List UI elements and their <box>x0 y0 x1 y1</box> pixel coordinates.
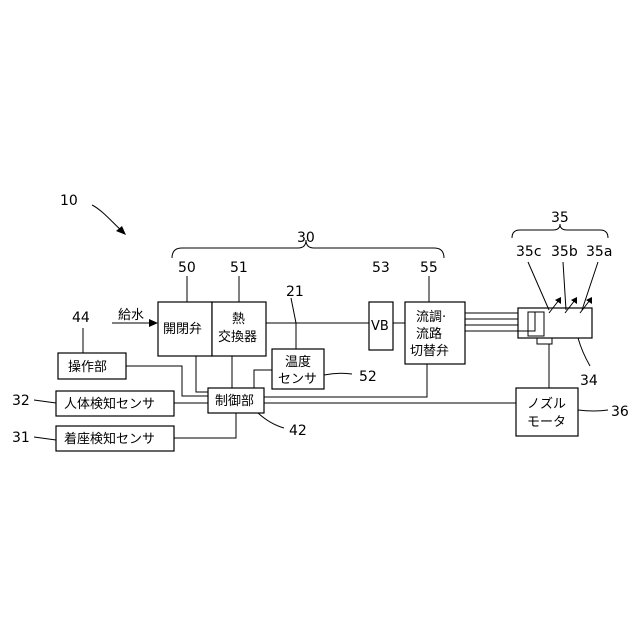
ref-system: 10 <box>60 193 78 209</box>
leader-21 <box>291 298 296 323</box>
ref-seat-sensor-31: 31 <box>12 430 30 446</box>
wire-temp-sensor-to-controller <box>254 370 272 388</box>
ref-temp-sensor-52: 52 <box>359 369 377 385</box>
ref-controller-42: 42 <box>289 423 307 439</box>
flow-valve-label-1: 流調· <box>416 310 446 325</box>
ref-nozzle-35a: 35a <box>586 244 612 260</box>
leader-34 <box>578 338 590 366</box>
ref-group-30: 30 <box>297 230 315 246</box>
leader-36 <box>578 410 608 411</box>
leader-42 <box>258 413 284 428</box>
vb-label: VB <box>371 319 389 334</box>
ref-heat-exchanger-51: 51 <box>230 260 248 276</box>
heat-exchanger-label-2: 交換器 <box>218 329 257 345</box>
wire-seat-sensor-to-controller <box>174 413 236 438</box>
heat-exchanger-box <box>212 302 266 356</box>
nozzle-motor-label-1: ノズル <box>527 396 566 412</box>
water-supply-arrowhead <box>149 319 158 327</box>
nozzle-35a-arrowhead <box>586 297 592 304</box>
leader-35a <box>582 262 598 310</box>
leader-52 <box>324 373 352 375</box>
ref-group-35: 35 <box>551 210 569 226</box>
leader-32 <box>34 400 56 403</box>
ref-nozzle-34: 34 <box>580 373 598 389</box>
flow-valve-label-2: 流路 <box>416 326 442 342</box>
nozzle-motor-label-2: モータ <box>527 415 566 430</box>
water-supply-label: 給水 <box>118 308 144 323</box>
heat-exchanger-label-1: 熱 <box>232 312 245 327</box>
ref-vb-53: 53 <box>372 260 390 276</box>
leader-35c <box>528 262 549 310</box>
system-pointer <box>92 205 122 231</box>
brace-group-35 <box>512 224 608 238</box>
leader-35b <box>563 262 566 310</box>
operation-unit-label: 操作部 <box>68 359 107 375</box>
nozzle-mount <box>537 338 552 344</box>
controller-label: 制御部 <box>215 394 254 409</box>
ref-nozzle-35b: 35b <box>551 244 578 260</box>
nozzle-35b-arrowhead <box>571 297 577 304</box>
temp-sensor-label-2: センサ <box>278 372 317 387</box>
human-sensor-label: 人体検知センサ <box>64 396 155 412</box>
leader-31 <box>34 437 56 440</box>
ref-operation-44: 44 <box>72 310 90 326</box>
temp-sensor-label-1: 温度 <box>285 354 311 370</box>
ref-valve-50: 50 <box>178 260 196 276</box>
ref-flow-valve-55: 55 <box>420 260 438 276</box>
nozzle-35c-arrowhead <box>555 297 561 304</box>
seat-sensor-label: 着座検知センサ <box>64 431 155 447</box>
flow-valve-label-3: 切替弁 <box>410 344 449 359</box>
ref-nozzle-motor-36: 36 <box>611 404 629 420</box>
wire-valve-to-controller <box>196 356 208 392</box>
ref-human-sensor-32: 32 <box>12 393 30 409</box>
open-close-valve-label: 開閉弁 <box>163 322 202 337</box>
ref-pipe-21: 21 <box>286 284 304 300</box>
ref-nozzle-35c: 35c <box>516 244 542 260</box>
